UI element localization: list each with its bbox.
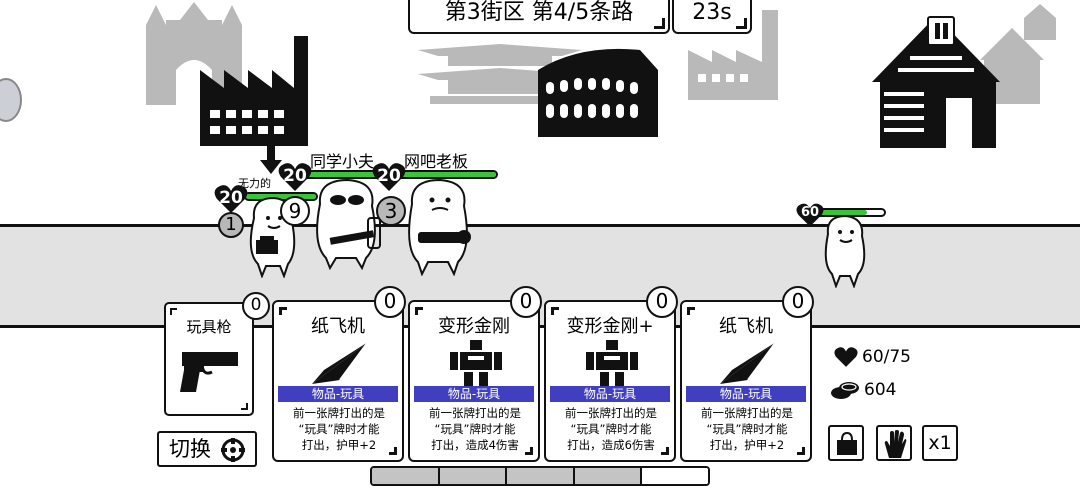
factory-silhouette [200,36,308,146]
hand-card[interactable]: 变形金刚 物品-玩具 前一张牌打出的是“玩具”牌时才能打出，造成4伤害 [408,300,540,462]
card-corner [241,403,248,410]
enemy-status-label: 无力的 [238,177,271,190]
hand-icon [884,430,907,458]
player-character-sprite[interactable] [822,214,868,288]
card-corner [687,307,695,315]
switch-weapon-button[interactable]: 切换 [157,431,257,467]
card-title: 纸飞机 [311,316,365,337]
coins-icon [831,382,859,399]
pistol-icon [180,352,238,392]
player-coins-stat: 604 [830,380,896,400]
card-corner [797,447,805,455]
card-corner [551,307,559,315]
enemy-intent-counter: 3 [376,196,406,226]
enemy-hp-fill [304,172,392,177]
enemy-hp-heart-icon: 20 [278,162,312,192]
deck-progress-segment [574,468,643,484]
card-type-tag: 物品-玩具 [278,386,398,402]
speed-toggle-button[interactable]: x1 [922,425,958,461]
enemy-intent-counter: 9 [280,196,310,226]
enemy-hp-value: 20 [219,188,243,208]
enemy-hp-value: 20 [283,166,307,186]
card-type-tag: 物品-玩具 [414,386,534,402]
enemy-hp-heart-icon: 20 [372,162,406,192]
hand-card[interactable]: 纸飞机 物品-玩具 前一张牌打出的是“玩具”牌时才能打出，护甲+2 [680,300,812,462]
card-corner [279,307,287,315]
enemy-hp-value: 20 [377,166,401,186]
card-cost-badge: 0 [646,286,678,318]
card-cost-badge: 0 [374,286,406,318]
pause-button[interactable] [927,16,955,46]
card-description: 前一张牌打出的是“玩具”牌时才能打出，护甲+2 [701,406,793,452]
colosseum-silhouette [538,48,658,137]
card-corner [661,447,669,455]
card-description: 前一张牌打出的是“玩具”牌时才能打出，护甲+2 [293,406,385,452]
turn-timer: 23s [672,0,752,34]
paper-plane-icon [312,341,369,384]
log-cabin-silhouette [872,16,1000,148]
hand-card[interactable]: 纸飞机 物品-玩具 前一张牌打出的是“玩具”牌时才能打出，护甲+2 [272,300,404,462]
card-type-tag: 物品-玩具 [686,386,806,402]
card-description: 前一张牌打出的是“玩具”牌时才能打出，造成6伤害 [565,406,657,452]
card-description: 前一张牌打出的是“玩具”牌时才能打出，造成4伤害 [429,406,521,452]
card-cost-badge: 0 [510,286,542,318]
card-title: 变形金刚 [438,316,510,337]
enemy-netcafe-boss-sprite[interactable] [404,178,474,276]
level-progress-label: 第3街区 第4/5条路 [408,0,670,34]
card-corner [525,447,533,455]
heart-icon [834,347,858,367]
card-corner [170,308,177,315]
deck-progress-bar [370,466,710,486]
enemy-intent-counter: 1 [218,212,244,238]
weapon-cost-badge: 0 [242,292,270,320]
player-hp-fill [814,210,867,215]
enemy-hp-fill [246,194,316,199]
hand-card[interactable]: 变形金刚+ 物品-玩具 前一张牌打出的是“玩具”牌时才能打出，造成6伤害 [544,300,676,462]
houses-silhouette [980,4,1056,104]
card-title: 纸飞机 [719,316,773,337]
deck-progress-segment [372,468,440,484]
deck-progress-segment [507,468,575,484]
switch-cycle-icon [221,438,245,462]
deck-progress-segment [642,468,708,484]
enemy-hp-fill [398,172,496,177]
grey-factory-silhouette [688,10,778,100]
card-corner [415,307,423,315]
enemy-name-label: 网吧老板 [404,152,469,171]
robot-icon [450,340,502,386]
robot-icon [586,340,638,386]
player-coins-text: 604 [864,380,897,400]
paper-plane-icon [720,341,777,384]
enemy-hp-heart-icon: 20 [214,184,248,214]
card-corner [389,447,397,455]
deck-progress-segment [439,468,508,484]
player-hp-stat: 60/75 [834,346,911,368]
bag-icon [837,432,857,455]
player-hp-heart-icon: 60 [796,202,824,228]
down-arrow-icon [260,146,282,174]
street-road [0,224,1080,328]
card-title: 变形金刚+ [566,316,654,337]
bag-button[interactable] [828,425,864,461]
discard-hand-button[interactable] [876,425,912,461]
speed-label: x1 [928,432,952,454]
city-skyline [146,2,1056,148]
card-type-tag: 物品-玩具 [550,386,670,402]
player-hp-value: 60 [800,205,820,220]
weapon-card[interactable]: 玩具枪 [164,302,254,416]
player-hp-text: 60/75 [862,347,911,367]
enemy-suneo-sprite[interactable] [312,178,382,270]
enemy-name-label: 同学小夫 [310,152,375,171]
card-cost-badge: 0 [782,286,814,318]
weapon-name: 玩具枪 [186,318,232,336]
switch-label: 切换 [169,437,211,461]
